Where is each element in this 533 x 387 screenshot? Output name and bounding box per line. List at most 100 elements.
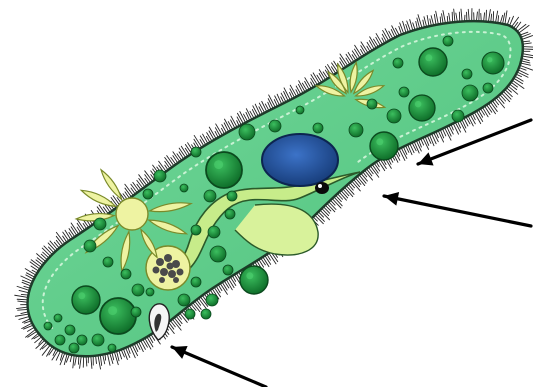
chloroplast [419,48,447,76]
micronucleus-highlight [318,184,322,188]
chloroplast [69,343,79,353]
pointer-arrowhead [384,192,399,206]
cilium [207,133,212,142]
cilium [63,232,69,241]
cilium [442,14,444,24]
chloroplast [44,322,52,330]
chloroplast [206,294,218,306]
cilium [385,29,391,40]
micronucleus [315,182,329,194]
cilium [352,51,358,59]
cilium [42,345,50,355]
chloroplast [204,190,216,202]
cilium [505,90,512,97]
cilium [98,355,101,369]
canal-petal [101,170,122,199]
chloroplast [191,225,201,235]
chloroplast [180,184,188,192]
chloroplast [443,36,453,46]
cilium [64,354,67,365]
cilium [453,123,458,134]
cilium [361,173,368,181]
chloroplast [227,191,237,201]
cilium [230,277,236,285]
chloroplast [239,124,255,140]
chloroplast [191,277,201,287]
cilium [86,356,87,366]
cilium [485,106,490,114]
cilium [348,53,354,62]
chloroplast [409,95,435,121]
chloroplast [54,314,62,322]
chloroplast [208,226,220,238]
cilium [71,227,77,236]
macronucleus [262,134,338,186]
chloroplast [225,209,235,219]
cilium [259,103,264,113]
chloroplast [146,288,154,296]
cilium [119,350,122,359]
cilium [222,282,227,290]
chloroplast [143,189,153,199]
cilium [514,78,523,83]
cilium [476,12,477,21]
cilium [503,13,505,24]
cilium [176,316,182,323]
chloroplast [132,284,144,296]
cilium [19,290,29,292]
cilium [346,54,352,63]
cilium [341,190,348,197]
chloroplast [103,257,113,267]
chloroplast [92,334,104,346]
cilium [522,56,533,58]
cilium [131,184,137,192]
cilium [290,89,295,98]
cilium [483,107,489,116]
cilium [73,355,74,368]
cilium [468,9,469,21]
cilium [139,179,145,187]
cilium [399,149,405,161]
cilium [240,112,246,123]
chloroplast-highlight [425,54,432,61]
chloroplast [84,240,96,252]
chloroplast [367,99,377,109]
cilium [17,299,28,300]
cilium [130,346,135,358]
cilium [215,128,220,137]
cilium [69,229,75,237]
cilium [18,301,28,302]
chloroplast [185,309,195,319]
cilium [56,236,63,245]
chloroplast-highlight [376,138,383,145]
cilium [520,65,533,70]
cilium [133,182,139,191]
cilium [515,22,520,29]
cilium [515,76,523,81]
cilium [322,208,329,215]
cilium [359,175,366,183]
chloroplast [210,246,226,262]
chloroplast [483,83,493,93]
cilium [48,243,55,251]
cilium [496,11,498,22]
cilium [378,161,385,171]
cilium [488,10,490,22]
cilium [523,49,533,50]
canal-petal [81,190,115,206]
cilium [474,112,480,123]
cilium [521,61,530,63]
cilium [50,241,57,250]
chloroplast [121,269,131,279]
chloroplast [482,52,504,74]
chloroplast [313,123,323,133]
chloroplast [154,170,166,182]
chloroplast-highlight [78,292,85,299]
cilium [484,13,485,22]
chloroplast [178,294,190,306]
cilium [255,104,260,115]
chloroplast [296,106,304,114]
cilium [100,355,101,365]
